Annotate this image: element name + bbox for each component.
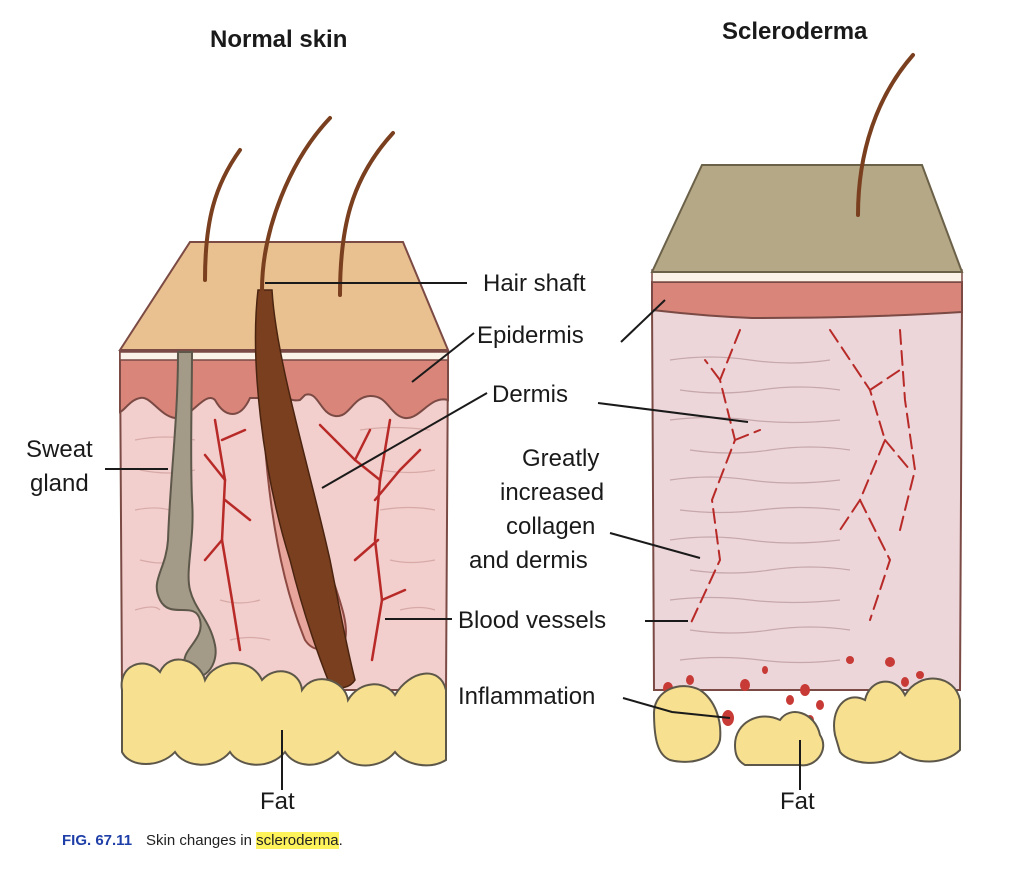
scleroderma-skin-surface [652,165,962,272]
normal-skin-block [120,118,448,766]
normal-skin-surface [120,242,448,350]
scleroderma-block [652,55,962,765]
label-inflammation: Inflammation [458,683,595,711]
scleroderma-fat [654,686,720,762]
label-collagen-line1: Greatly [522,445,599,473]
label-epidermis: Epidermis [477,322,584,350]
label-fat-right: Fat [780,788,815,816]
figure-caption: FIG. 67.11 Skin changes in scleroderma. [62,832,343,849]
label-hair-shaft: Hair shaft [483,270,586,298]
label-collagen-line4: and dermis [469,547,588,575]
caption-end: . [339,832,343,849]
title-scleroderma: Scleroderma [722,18,867,46]
figure-number: FIG. 67.11 [62,832,132,849]
caption-highlight: scleroderma [256,832,339,849]
scleroderma-epidermis [652,282,962,318]
label-dermis: Dermis [492,381,568,409]
label-collagen-line3: collagen [506,513,595,541]
label-blood-vessels: Blood vessels [458,607,606,635]
title-normal-skin: Normal skin [210,26,347,54]
label-sweat-gland-line2: gland [30,470,89,498]
label-collagen-line2: increased [500,479,604,507]
label-fat-left: Fat [260,788,295,816]
label-sweat-gland-line1: Sweat [26,436,93,464]
caption-text: Skin changes in [146,832,256,849]
